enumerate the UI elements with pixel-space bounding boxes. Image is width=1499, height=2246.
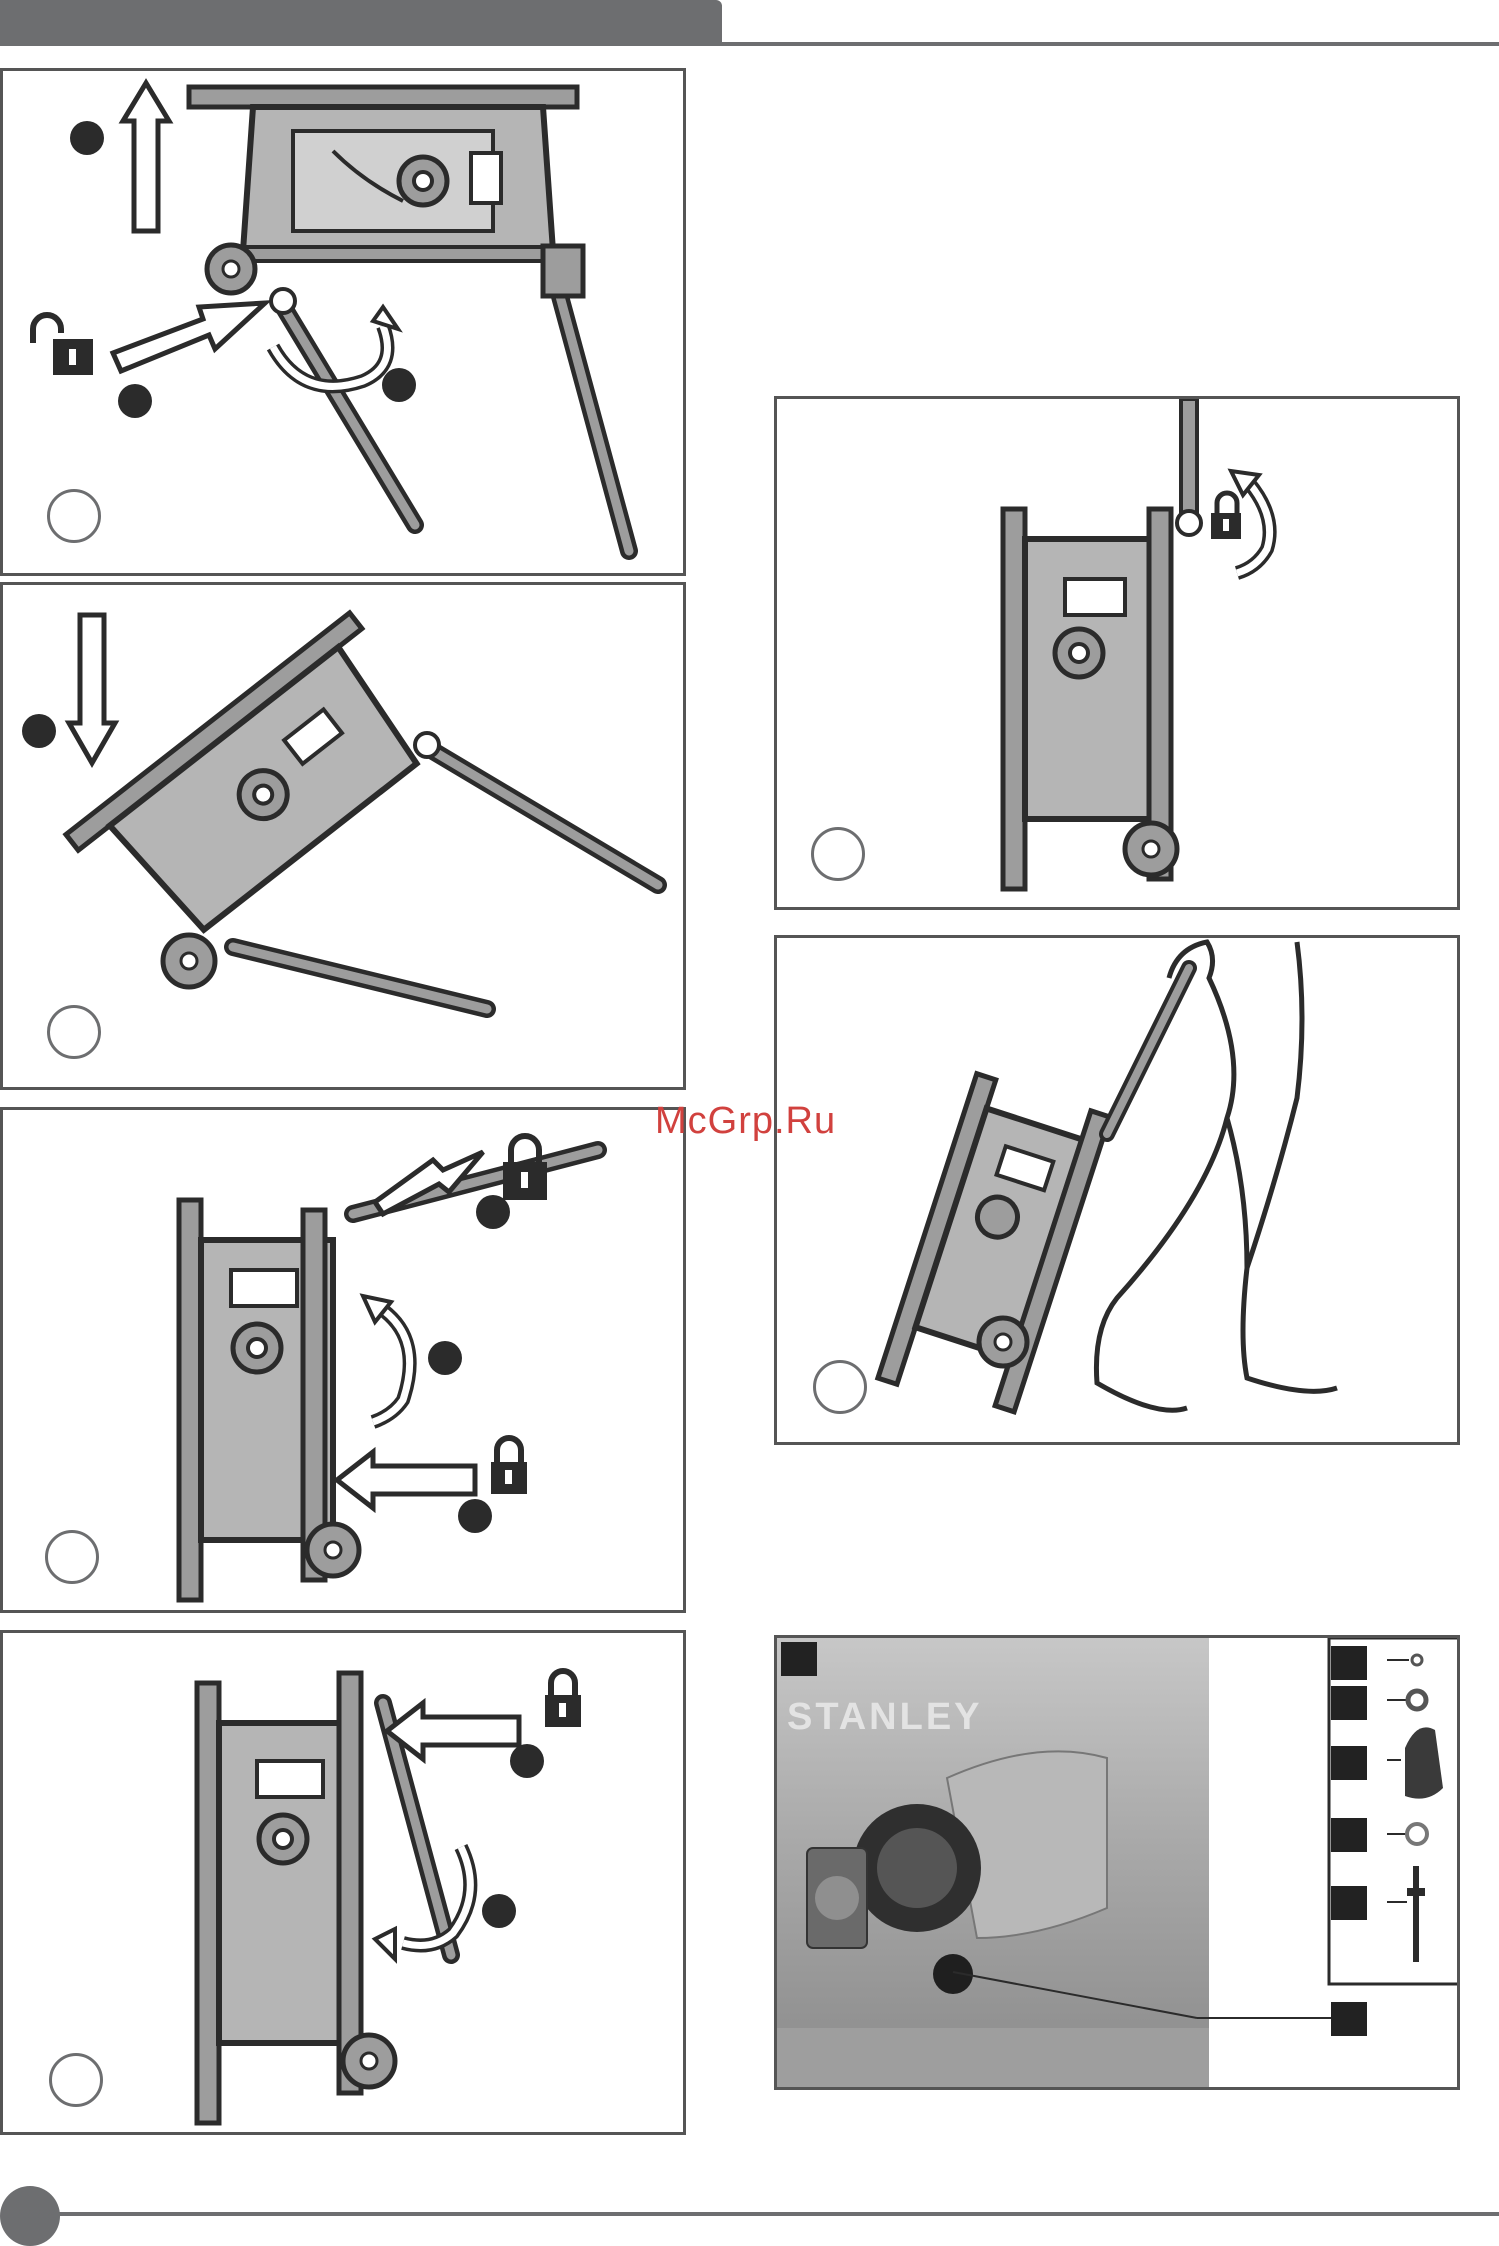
step-dot [118,384,152,418]
saw-handle-extended-illustration [777,399,1460,910]
lock-padlock-icon [545,1671,581,1727]
push-arrow-icon [113,303,265,371]
down-arrow-icon [69,615,115,763]
callout-square [1331,1818,1367,1852]
lock-padlock-icon [1211,493,1241,539]
figure-label-circle [47,1005,101,1059]
push-arrow-icon [337,1452,475,1508]
figure-panel-6 [774,935,1460,1445]
step-dot [476,1195,510,1229]
saw-tilting-illustration [3,585,686,1090]
step-dot [382,368,416,402]
page-number-dot [0,2186,60,2246]
figure-panel-1 [0,68,686,576]
person-pulling-saw-illustration [777,938,1460,1445]
callout-square [1331,1686,1367,1720]
callout-square [1331,1746,1367,1780]
figure-label-circle [49,2053,103,2107]
saw-folding-illustration [3,1110,686,1613]
unlock-padlock-icon [33,315,93,375]
step-dot [510,1744,544,1778]
step-dot [458,1499,492,1533]
watermark: McGrp.Ru [655,1100,836,1143]
lock-padlock-icon [503,1136,547,1200]
figure-label-circle [47,489,101,543]
rotate-arrow-icon [363,1296,410,1422]
up-arrow-icon [123,83,169,231]
figure-label-circle [813,1360,867,1414]
person-silhouette [1096,942,1337,1410]
saw-on-stand-illustration [3,71,686,576]
saw-folded-illustration [3,1633,686,2135]
figure-label-circle [811,827,865,881]
header-rule [722,42,1499,46]
step-dot [428,1341,462,1375]
callout-square [1331,1646,1367,1680]
push-arrow-icon [387,1703,519,1759]
lock-padlock-icon [491,1438,527,1494]
callout-square [1331,1886,1367,1920]
figure-panel-4 [0,1630,686,2135]
figure-panel-3 [0,1107,686,1613]
figure-panel-2 [0,582,686,1090]
footer-rule [40,2212,1499,2216]
callout-square [1331,2002,1367,2036]
figure-label-circle [45,1530,99,1584]
figure-panel-7: STANLEY [774,1635,1460,2090]
figure-panel-5 [774,396,1460,910]
step-dot [482,1894,516,1928]
step-dot [70,121,104,155]
step-dot [22,714,56,748]
header-bar [0,0,722,46]
